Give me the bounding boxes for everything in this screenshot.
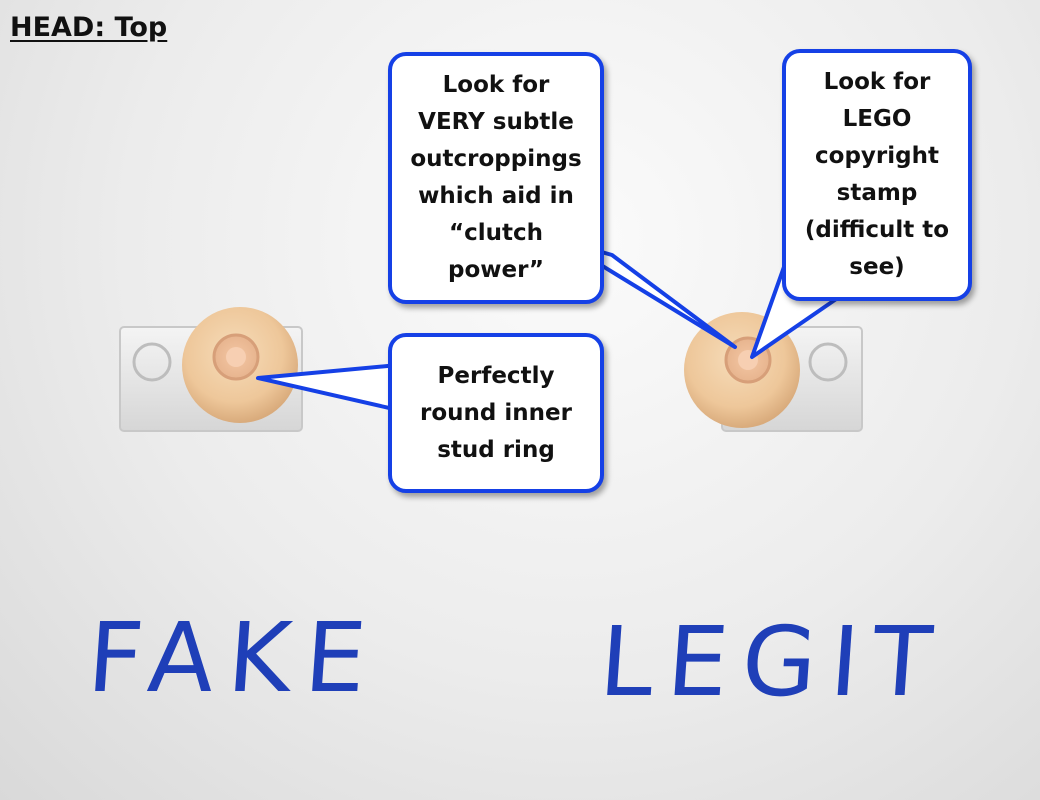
label-fake: FAKE bbox=[84, 602, 384, 714]
callout-subtle-text: Look for VERY subtle outcroppings which … bbox=[410, 72, 582, 283]
callout-copyright-stamp: Look for LEGO copyright stamp (difficult… bbox=[782, 49, 972, 301]
fake-lego-head bbox=[119, 307, 303, 432]
callout-stamp-text: Look for LEGO copyright stamp (difficult… bbox=[804, 69, 950, 280]
callout-round-text: Perfectly round inner stud ring bbox=[420, 362, 572, 463]
fake-brick-stud bbox=[132, 342, 172, 382]
callout-subtle-outcroppings: Look for VERY subtle outcroppings which … bbox=[388, 52, 604, 304]
fake-stud-center bbox=[226, 347, 246, 367]
label-legit: LEGIT bbox=[596, 606, 950, 718]
callout-round-stud-ring: Perfectly round inner stud ring bbox=[388, 333, 604, 493]
page-title: HEAD: Top bbox=[10, 12, 168, 43]
legit-brick-stud bbox=[808, 342, 848, 382]
